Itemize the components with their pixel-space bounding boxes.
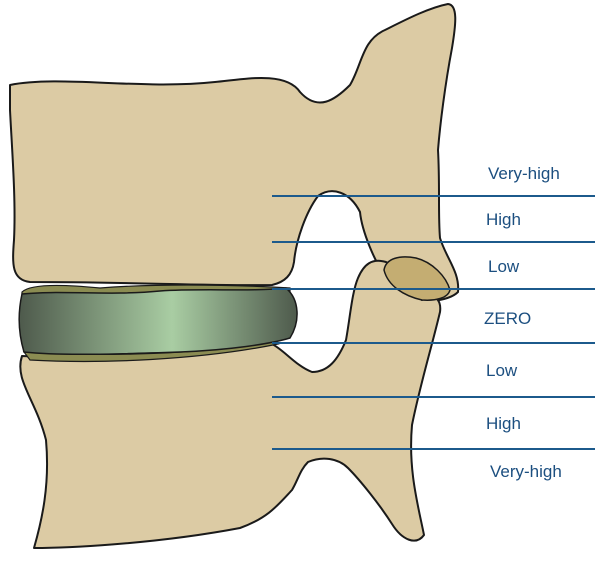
zone-label-low-top: Low bbox=[488, 257, 520, 276]
upper-vertebra bbox=[10, 4, 458, 301]
zone-label-very-high-top: Very-high bbox=[488, 164, 560, 183]
zone-label-very-high-bottom: Very-high bbox=[490, 462, 562, 481]
intervertebral-disc bbox=[19, 288, 297, 354]
zone-label-high-top: High bbox=[486, 210, 521, 229]
zone-label-high-bottom: High bbox=[486, 414, 521, 433]
zone-label-low-bottom: Low bbox=[486, 361, 518, 380]
zone-labels: Very-high High Low ZERO Low High Very-hi… bbox=[484, 164, 562, 481]
zone-label-zero: ZERO bbox=[484, 309, 531, 328]
